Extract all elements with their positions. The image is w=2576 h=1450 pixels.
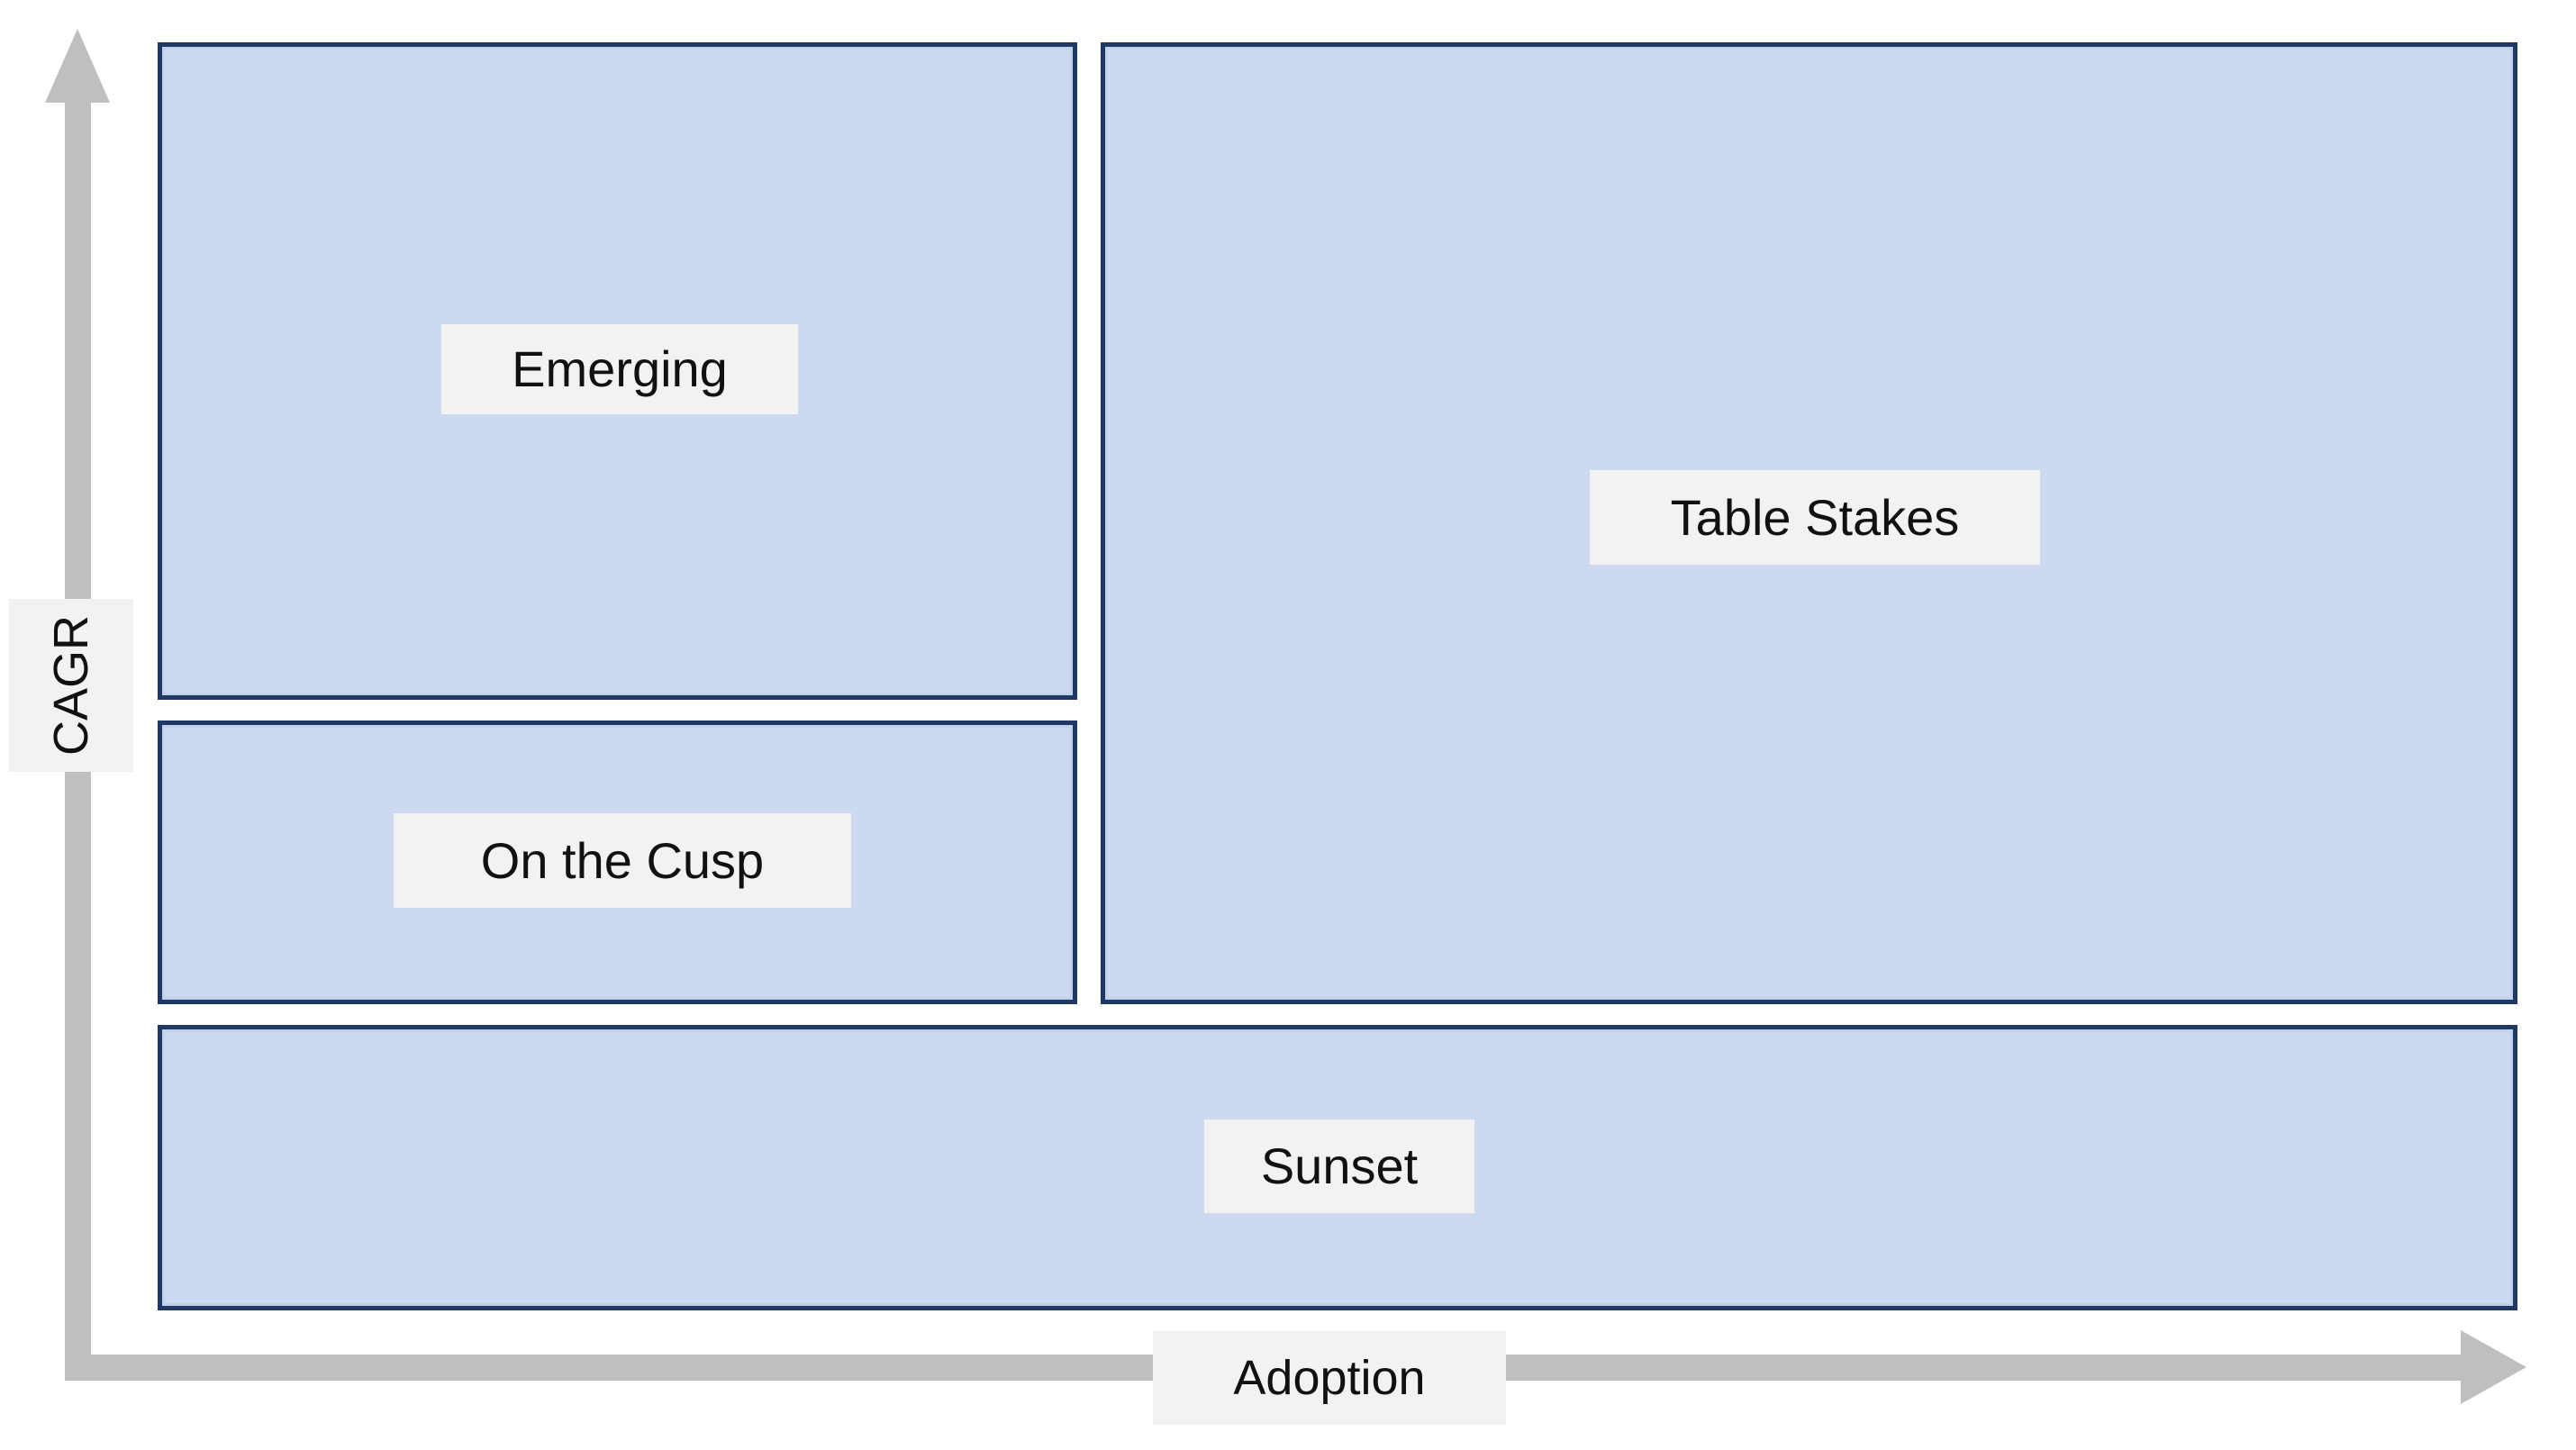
y-axis-title: CAGR: [9, 599, 133, 772]
quadrant-label-table-stakes: Table Stakes: [1590, 470, 2040, 565]
y-axis-title-text: CAGR: [44, 614, 99, 757]
quadrant-emerging[interactable]: [158, 42, 1077, 700]
quadrant-label-on-the-cusp: On the Cusp: [394, 813, 851, 908]
arrow-right-icon: [2461, 1330, 2526, 1404]
quadrant-label-emerging: Emerging: [441, 324, 798, 414]
quadrant-label-sunset: Sunset: [1204, 1119, 1474, 1213]
x-axis-title: Adoption: [1153, 1331, 1506, 1425]
arrow-up-icon: [45, 29, 110, 103]
